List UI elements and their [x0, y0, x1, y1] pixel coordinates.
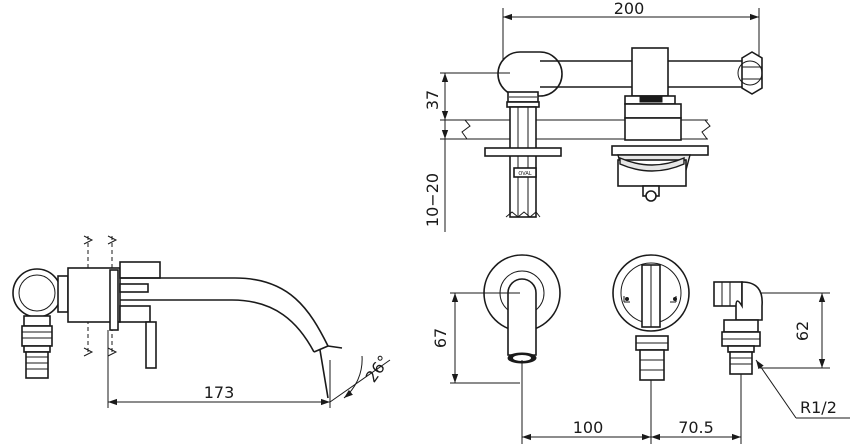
side-view: 173 26° — [12, 235, 394, 408]
hex-nut-top — [737, 51, 763, 95]
valve-rosette-front — [612, 254, 690, 381]
mixer-body-side — [57, 261, 161, 369]
dimension-10-20: 10−20 — [423, 120, 470, 232]
spout-curve-side — [120, 277, 343, 399]
dimension-62: 62 — [760, 292, 830, 369]
valve-top — [611, 47, 742, 202]
thread-label: R1/2 — [800, 398, 837, 417]
dimension-70-5-label: 70.5 — [678, 418, 714, 437]
dimension-26-deg: 26° — [329, 352, 394, 403]
thread-callout: R1/2 — [755, 359, 850, 419]
spout-top: OVAL — [484, 51, 632, 218]
dimension-173-label: 173 — [204, 383, 235, 402]
dimension-100: 100 — [521, 360, 652, 444]
brand-mark: OVAL — [518, 171, 531, 177]
top-view: 200 37 10−20 — [423, 0, 763, 232]
dimension-26-deg-label: 26° — [362, 352, 394, 386]
spout-rosette-front — [483, 254, 561, 364]
dimension-37-label: 37 — [423, 90, 442, 110]
dimension-62-label: 62 — [793, 321, 812, 341]
dimension-67-label: 67 — [431, 328, 450, 348]
dimension-37: 37 — [423, 72, 510, 121]
dimension-173: 173 — [107, 330, 331, 408]
connector-pipe-front — [713, 281, 763, 375]
dimension-67: 67 — [431, 292, 520, 384]
dimension-70-5: 70.5 — [651, 374, 742, 444]
dimension-200: 200 — [502, 0, 760, 60]
dimension-200-label: 200 — [614, 0, 645, 18]
front-view: 67 62 100 70.5 R1/2 — [431, 254, 850, 444]
dimension-10-20-label: 10−20 — [423, 173, 442, 227]
dimension-100-label: 100 — [573, 418, 604, 437]
elbow-connector-side — [12, 268, 62, 379]
